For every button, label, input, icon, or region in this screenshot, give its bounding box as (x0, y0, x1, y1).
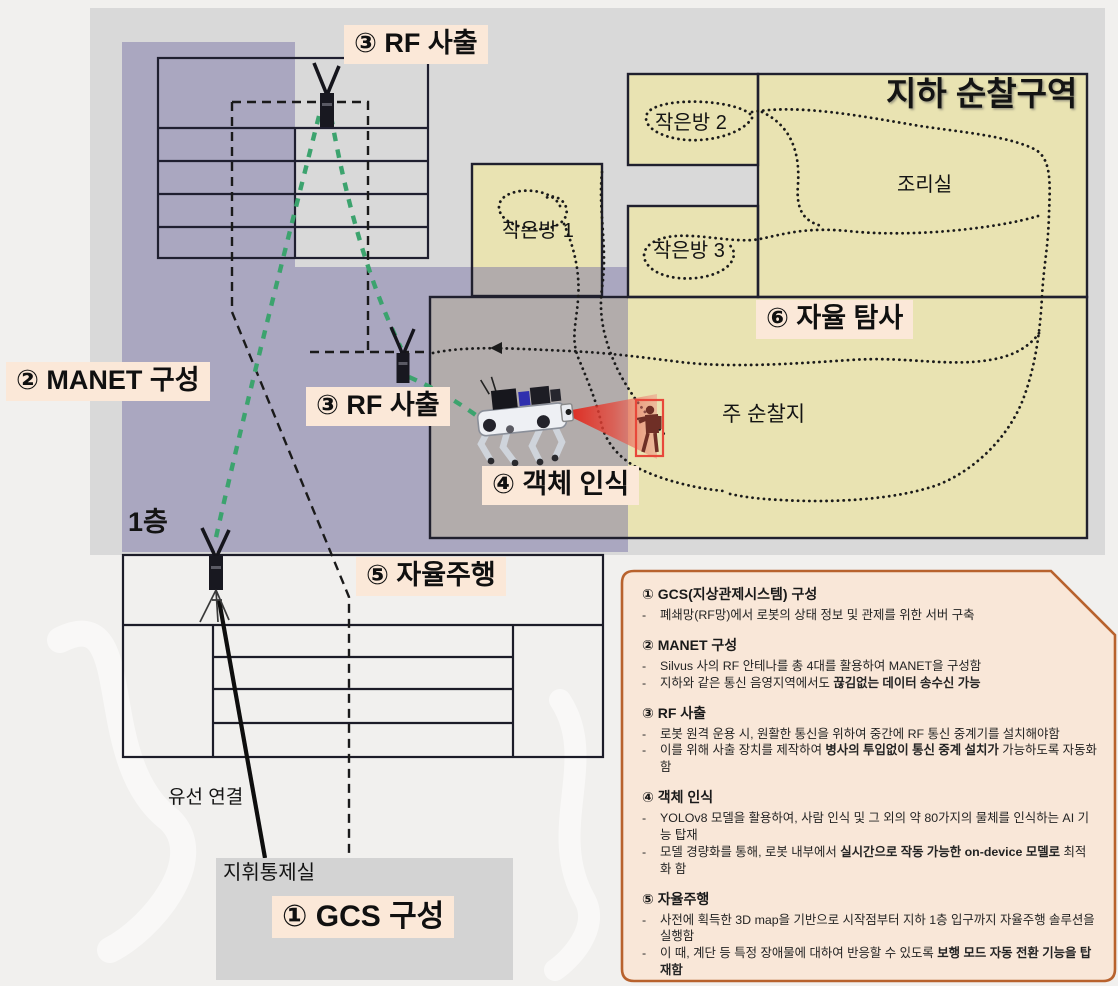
panel-section: ③ RF 사출 -로봇 원격 운용 시, 원활한 통신을 위하여 중간에 RF 통… (642, 703, 1097, 777)
bullet-text: 이를 위해 사출 장치를 제작하여 병사의 투입없이 통신 중계 설치가 가능하… (660, 743, 1097, 775)
rf-antenna-top-icon (312, 62, 341, 127)
panel-bullet: -이를 위해 사출 장치를 제작하여 병사의 투입없이 통신 중계 설치가 가능… (642, 742, 1097, 776)
panel-bullet: -로봇 원격 운용 시, 원활한 통신을 위하여 중간에 RF 통신 중계기를 … (642, 726, 1097, 743)
bullet-text: YOLOv8 모델을 활용하여, 사람 인식 및 그 외의 약 80가지의 물체… (660, 811, 1089, 843)
badge-rf-eject-mid: ③ RF 사출 (306, 387, 450, 426)
robot-dog-icon (476, 376, 574, 467)
bullet-dash: - (642, 675, 647, 690)
panel-bullet: -지하와 같은 통신 음영지역에서도 끊김없는 데이터 송수신 가능 (642, 675, 1097, 692)
label-zone-title: 지하 순찰구역 (886, 75, 1078, 112)
bullet-text: Silvus 사의 RF 안테나를 총 4대를 활용하여 MANET을 구성함 (660, 658, 982, 673)
panel-bullet: -사전에 획득한 3D map을 기반으로 시작점부터 지하 1층 입구까지 자… (642, 912, 1097, 946)
panel-bullet: -모델 경량화를 통해, 로봇 내부에서 실시간으로 작동 가능한 on-dev… (642, 844, 1097, 878)
panel-section-heading: ④ 객체 인식 (642, 789, 714, 806)
bullet-dash: - (642, 726, 647, 741)
bullet-dash: - (642, 608, 647, 622)
bullet-text: 지하와 같은 통신 음영지역에서도 끊김없는 데이터 송수신 가능 (660, 675, 981, 690)
panel-section-heading: ② MANET 구성 (642, 636, 738, 653)
panel-bullet: -Silvus 사의 RF 안테나를 총 4대를 활용하여 MANET을 구성함 (642, 658, 1097, 675)
bullet-text: 폐쇄망(RF망)에서 로봇의 상태 정보 및 관제를 위한 서버 구축 (660, 608, 975, 622)
label-room3: 작은방 3 (653, 240, 725, 262)
panel-section: ① GCS(지상관제시스템) 구성 -폐쇄망(RF망)에서 로봇의 상태 정보 및… (642, 584, 1097, 624)
panel-bullet: -폐쇄망(RF망)에서 로봇의 상태 정보 및 관제를 위한 서버 구축 (642, 607, 1097, 624)
bullet-dash: - (642, 811, 647, 826)
panel-section-heading: ③ RF 사출 (642, 704, 707, 721)
bullet-dash: - (642, 844, 647, 859)
bullet-text: 사전에 획득한 3D map을 기반으로 시작점부터 지하 1층 입구까지 자율… (660, 912, 1095, 944)
label-room1: 작은방 1 (502, 220, 574, 242)
badge-autonomous-exploration: ⑥ 자율 탐사 (756, 300, 914, 339)
panel-section: ④ 객체 인식 -YOLOv8 모델을 활용하여, 사람 인식 및 그 외의 약 … (642, 787, 1097, 877)
info-panel-text: ① GCS(지상관제시스템) 구성-폐쇄망(RF망)에서 로봇의 상태 정보 및… (622, 571, 1115, 981)
bullet-text: 이 때, 계단 등 특정 장애물에 대하여 반응할 수 있도록 보행 모드 자동… (660, 946, 1092, 978)
panel-bullet: -이 때, 계단 등 특정 장애물에 대하여 반응할 수 있도록 보행 모드 자… (642, 945, 1097, 979)
room-fills (430, 74, 1087, 538)
label-main-patrol: 주 순찰지 (722, 403, 806, 426)
detection-cone (561, 394, 657, 459)
path-arrowhead (490, 342, 502, 354)
panel-section: ② MANET 구성 -Silvus 사의 RF 안테나를 총 4대를 활용하여 … (642, 635, 1097, 692)
badge-manet: ② MANET 구성 (6, 362, 210, 401)
badge-gcs: ① GCS 구성 (272, 896, 455, 938)
bullet-dash: - (642, 658, 647, 673)
soldier-icon (634, 398, 665, 458)
bullet-dash: - (642, 912, 647, 927)
wired-connection-line (216, 599, 268, 859)
bullet-text: 모델 경량화를 통해, 로봇 내부에서 실시간으로 작동 가능한 on-devi… (660, 844, 1087, 876)
badge-rf-eject-top: ③ RF 사출 (344, 25, 488, 64)
stairwell-grid (156, 56, 430, 260)
bullet-dash: - (642, 743, 647, 758)
first-floor-building (121, 553, 605, 759)
badge-object-recognition: ④ 객체 인식 (482, 466, 640, 505)
panel-section-heading: ⑤ 자율주행 (642, 890, 710, 907)
label-kitchen: 조리실 (897, 174, 953, 196)
wall-outlines (428, 72, 1089, 540)
badge-autonomous-driving: ⑤ 자율주행 (356, 557, 506, 596)
label-floor1: 1층 (128, 507, 168, 537)
label-command-room: 지휘통제실 (223, 862, 315, 884)
rf-antenna-tripod-icon (199, 527, 231, 623)
detection-bounding-box (634, 398, 665, 458)
panel-bullet: -YOLOv8 모델을 활용하여, 사람 인식 및 그 외의 약 80가지의 물… (642, 810, 1097, 844)
panel-section-heading: ① GCS(지상관제시스템) 구성 (642, 586, 818, 602)
panel-section: ⑤ 자율주행 -사전에 획득한 3D map을 기반으로 시작점부터 지하 1층 … (642, 889, 1097, 979)
info-panel-shape (620, 569, 1117, 983)
bullet-dash: - (642, 946, 647, 961)
label-wired: 유선 연결 (168, 787, 244, 808)
rf-antenna-mid-icon (389, 326, 416, 383)
label-room2: 작은방 2 (655, 112, 727, 134)
bullet-text: 로봇 원격 운용 시, 원활한 통신을 위하여 중간에 RF 통신 중계기를 설… (660, 726, 1060, 741)
